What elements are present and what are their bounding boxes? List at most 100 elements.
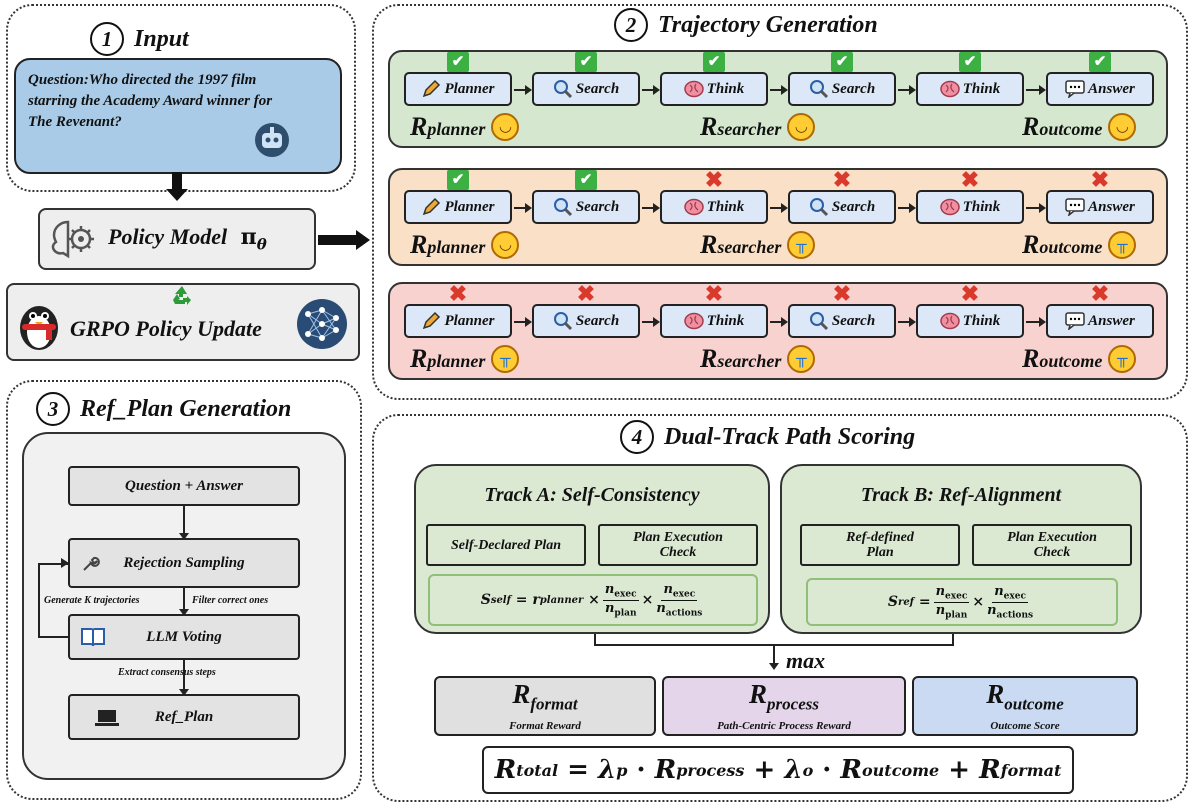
step-connector [1026,203,1046,213]
r-format-box: Rformat Format Reward [434,676,656,736]
step-planner: Planner [404,190,512,224]
step-connector [1026,85,1046,95]
chat-icon [1065,80,1085,98]
step-label: Answer [1088,198,1135,215]
check-icon: ✔ [703,52,725,72]
cross-icon: ✖ [1090,281,1110,306]
section-number: 4 [620,420,654,454]
step-search: Search [788,304,896,338]
step-planner: Planner [404,304,512,338]
step-label: Search [575,198,620,215]
magnifier-icon [553,79,573,99]
step-label: Planner [444,198,495,215]
step-connector [770,85,788,95]
cross-icon: ✖ [704,281,724,306]
step-connector [770,203,788,213]
scoring-panel [372,414,1188,802]
rejection-label: Rejection Sampling [123,554,245,571]
gen-k-label: Generate K trajectories [44,595,140,606]
laptop-icon [94,708,120,728]
network-icon [296,298,348,350]
step-think: Think [916,190,1024,224]
r-format-caption: Format Reward [509,720,581,733]
magnifier-icon [553,311,573,331]
step-label: Planner [444,312,495,329]
reward-sub: searcher [717,237,782,257]
step-connector [770,317,788,327]
check-icon: ✔ [447,52,469,72]
magnifier-icon [553,197,573,217]
step-connector [642,203,660,213]
step-label: Answer [1088,312,1135,329]
policy-theta: θ [256,235,267,254]
step-connector [514,85,532,95]
step-label: Think [706,198,745,215]
step-think: Think [660,304,768,338]
step-label: Think [962,80,1001,97]
policy-label: Policy Model πθ [108,224,267,253]
step-connector [1026,317,1046,327]
r-format-sub: format [530,694,578,714]
r-process-sub: process [767,694,819,714]
brain-icon [683,198,704,216]
check-icon: ✔ [575,170,597,190]
reward-sub: outcome [1039,119,1103,139]
arrow-qa-rejection [179,506,189,540]
cross-icon: ✖ [832,281,852,306]
reward-sub: planner [427,351,486,371]
step-label: Search [575,80,620,97]
r-outcome-box: Routcome Outcome Score [912,676,1138,736]
reward-symbol: R [1022,344,1040,373]
refplan-label: Ref_Plan [154,708,214,725]
merge-line [594,634,954,646]
arrow-input-to-policy [172,172,182,190]
cross-icon: ✖ [832,167,852,192]
step-connector [642,85,660,95]
feedback-loop-head [61,558,69,568]
smile-emoji-icon: ◡ [491,113,520,141]
reward-sub: outcome [1039,351,1103,371]
step-think: Think [916,72,1024,106]
magnifier-icon [809,311,829,331]
step-label: Answer [1088,80,1135,97]
step-answer: Answer [1046,190,1154,224]
reward-sub: searcher [717,119,782,139]
cross-icon: ✖ [1090,167,1110,192]
reward-symbol: R [700,230,718,259]
section-number: 2 [614,8,648,42]
refplan-box: Ref_Plan [68,694,300,740]
plan-execution-check-a: Plan Execution Check [598,524,758,566]
input-title-text: Input [134,25,189,52]
section-number: 3 [36,392,70,426]
step-connector [898,85,916,95]
pencil-icon [421,79,441,99]
policy-model-box [38,208,316,270]
step-label: Search [831,312,876,329]
refplan-title-text: Ref_Plan Generation [80,395,292,422]
magnifier-icon [809,197,829,217]
r-format-symbol: Rformat [512,678,578,714]
cross-icon: ✖ [960,281,980,306]
step-label: Think [706,80,745,97]
scoring-title-text: Dual-Track Path Scoring [664,423,916,450]
step-label: Search [831,198,876,215]
track-a-title: Track A: Self-Consistency [484,484,700,506]
track-b-title: Track B: Ref-Alignment [860,484,1062,506]
qa-box: Question + Answer [68,466,300,506]
check-icon: ✔ [959,52,981,72]
book-icon [80,626,106,648]
question-box: Question:Who directed the 1997 film star… [14,58,342,174]
self-declared-plan-box: Self-Declared Plan [426,524,586,566]
input-title: 1 Input [90,22,189,56]
arrow-policy-to-traj [318,235,358,245]
reward-symbol: R [1022,112,1040,141]
crying-emoji-icon: ╥ [787,345,816,373]
crying-emoji-icon: ╥ [787,231,816,259]
step-answer: Answer [1046,304,1154,338]
question-text: Question:Who directed the 1997 film star… [28,72,273,130]
penguin-icon [14,296,64,352]
step-label: Think [706,312,745,329]
